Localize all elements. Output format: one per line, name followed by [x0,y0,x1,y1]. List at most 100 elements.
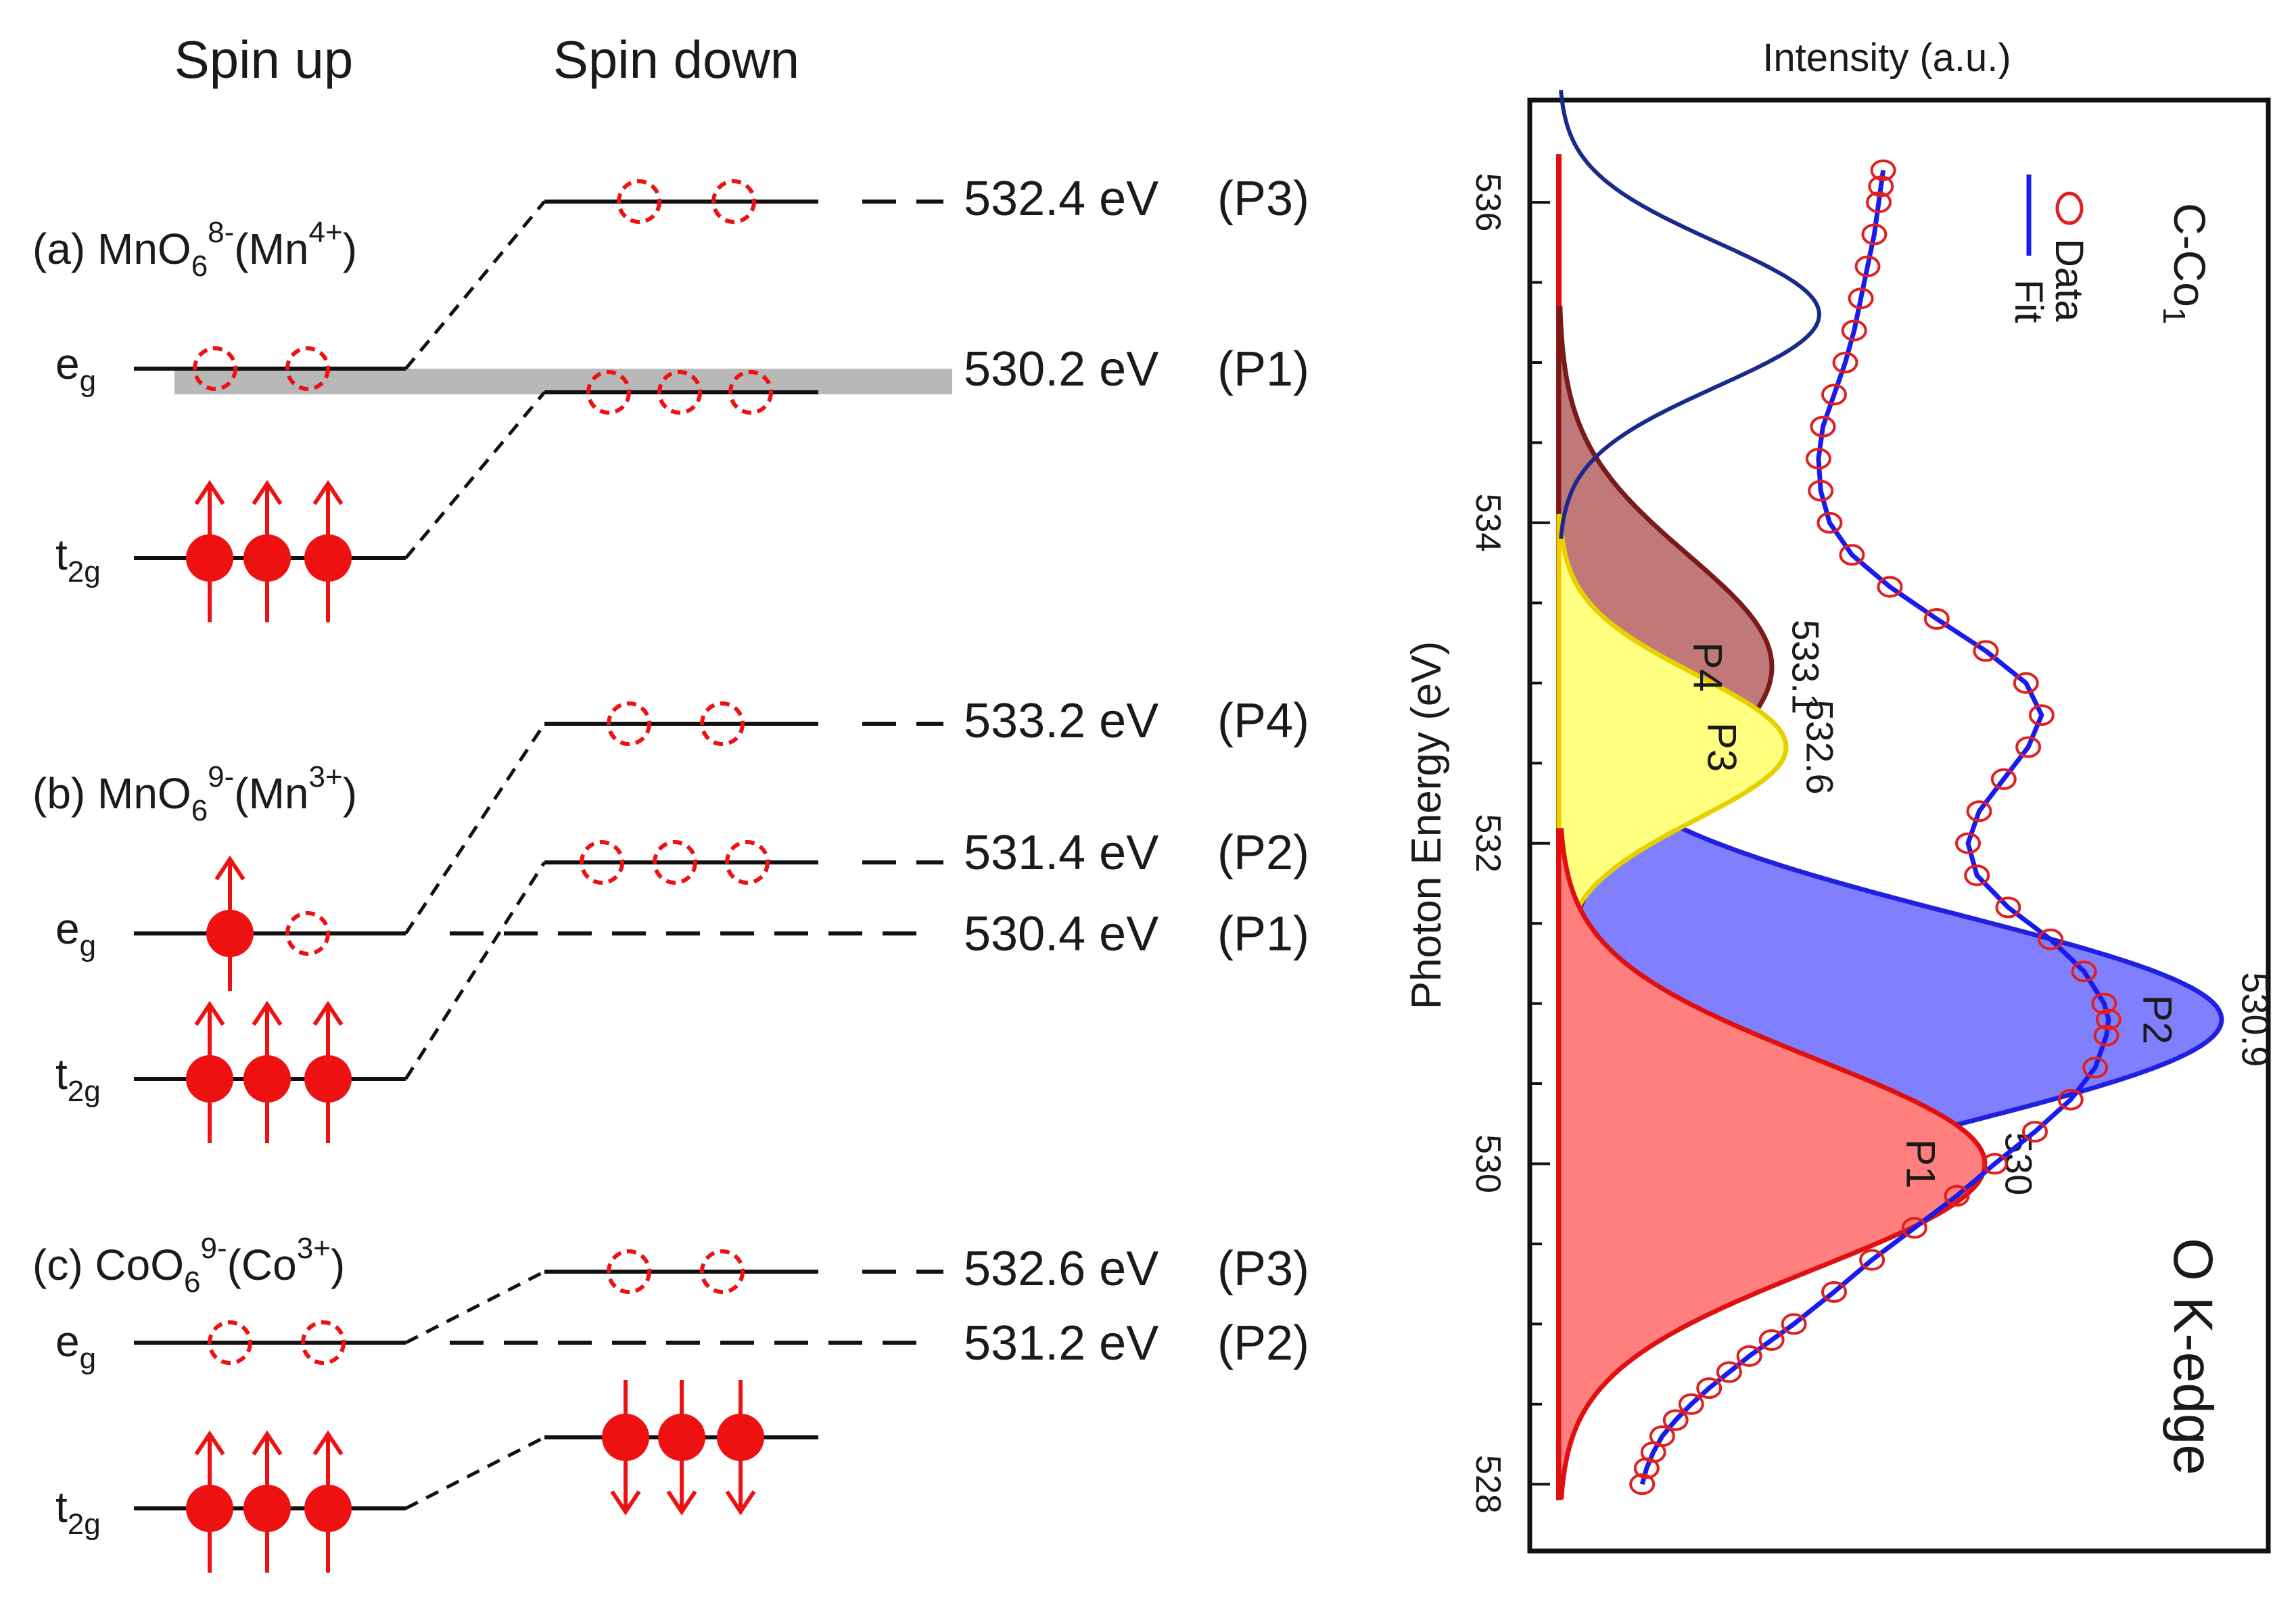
data-point [2071,960,2097,983]
panel-a-energy-p1: 530.2 eV [964,342,1158,396]
spin-down-header: Spin down [553,30,799,89]
panel-a-energy-p3: 532.4 eV [964,172,1158,226]
data-point [1810,415,1836,438]
peak-name-p3: P3 [1700,722,1745,772]
data-point [1982,1153,2008,1175]
panel-b-eg-label: eg [55,904,96,963]
panel-a-connector-down [404,391,546,559]
peak-name-p1: P1 [1898,1139,1944,1188]
intensity-axis-label: Intensity (a.u.) [1762,36,2011,80]
data-point [1678,1393,1704,1415]
data-point [1995,896,2021,919]
data-point [1877,576,1903,598]
data-point [1901,1217,1927,1239]
data-point [2038,928,2064,950]
data-point [1955,832,1981,854]
data-point [1854,255,1881,277]
data-point [1866,191,1892,214]
panel-c-label: (c) CoO69-(Co3+) [32,1232,345,1299]
tick-label: 534 [1468,493,1507,552]
data-point [2093,1025,2119,1046]
data-point [2015,736,2042,758]
panel-c-holes [208,1249,745,1365]
panel-c-t2g-label: t2g [55,1483,101,1541]
edge-label: O K-edge [2162,1238,2224,1475]
panel-b: (b) MnO69-(Mn3+) eg t2g 533.2 eV (P4) 53… [32,694,1309,1143]
panel-c-energy-p3: 532.6 eV [964,1242,1158,1296]
data-point [1736,1345,1762,1367]
spectrum-chart: Intensity (a.u.) Photon Energy (eV) 528 5… [1403,36,2277,1554]
data-point [1696,1377,1723,1399]
panel-b-peak-p2: (P2) [1217,826,1309,880]
data-point [2082,1057,2109,1079]
panel-a-connector-up [404,200,546,370]
panel-c-eg-label: eg [55,1317,96,1375]
photon-energy-axis-label: Photon Energy (eV) [1403,641,1450,1010]
legend-data-label: Data [2047,239,2091,322]
data-point [1944,1184,1970,1207]
peak-center-p2: 530.9 [2234,972,2277,1067]
data-point [1923,608,1950,630]
tick-label: 536 [1468,173,1507,232]
data-point [1870,159,1896,181]
fitted-peaks [1556,89,2224,1500]
data-point [1990,768,2017,790]
panel-a-holes [193,179,773,415]
panel-b-peak-p1: (P1) [1217,907,1309,961]
data-point [2028,704,2055,726]
spin-up-header: Spin up [174,30,354,89]
data-point [1716,1361,1742,1383]
tick-label: 528 [1468,1455,1507,1514]
panel-b-connector-up [404,722,546,935]
legend-data-marker [2055,191,2084,225]
panel-a-electrons [186,480,352,622]
data-point [1868,175,1894,198]
panel-c-peak-p3: (P3) [1217,1242,1309,1296]
peak-name-p4: P4 [1685,642,1731,691]
peak-center-p3: 532.6 [1799,699,1842,794]
data-point [1841,319,1867,342]
panel-c-connector-down [404,1435,546,1510]
panel-b-energy-p1: 530.4 eV [964,907,1158,961]
panel-c: (c) CoO69-(Co3+) eg t2g 532.6 eV (P3) 53… [32,1232,1309,1573]
panel-b-electrons [186,855,352,1143]
plot-frame [1527,97,2271,1554]
panel-a-peak-p3: (P3) [1217,172,1309,226]
panel-a-label: (a) MnO68-(Mn4+) [32,216,357,283]
data-point [1817,511,1843,534]
data-point [1821,384,1847,406]
data-point [1808,480,1834,502]
panel-b-energy-p2: 531.4 eV [964,826,1158,880]
panel-a-t2g-label: t2g [55,530,101,588]
data-point [1964,864,1990,887]
panel-a: (a) MnO68-(Mn4+) eg t2g 532.4 eV (P3) 53… [32,172,1309,622]
panel-a-peak-p1: (P1) [1217,342,1309,396]
panel-b-energy-p4: 533.2 eV [964,694,1158,748]
panel-c-peak-p2: (P2) [1217,1316,1309,1370]
data-point [1973,640,1999,662]
legend: Data Fit [2007,175,2091,323]
tick-label: 530 [1468,1134,1507,1193]
data-point [1629,1473,1656,1496]
data-point [1839,544,1865,566]
data-point [1966,800,1992,823]
data-point [1649,1425,1675,1448]
data-point [1821,1281,1847,1303]
fit-curve [1639,170,2111,1485]
data-point [1805,448,1831,470]
panel-b-t2g-label: t2g [55,1050,101,1108]
peak-area-p3 [1556,513,1789,981]
data-point [1861,223,1888,246]
data-point [1859,1249,1885,1271]
panel-b-connector-down [404,861,546,1080]
legend-fit-label: Fit [2007,279,2051,323]
spectrum [1629,159,2122,1496]
panel-a-eg-label: eg [55,340,96,398]
panel-c-electrons [186,1380,764,1573]
sample-label: C-Co1 [2157,203,2215,325]
data-point [1781,1313,1807,1335]
data-point [2022,1121,2048,1143]
data-point [1832,352,1858,373]
